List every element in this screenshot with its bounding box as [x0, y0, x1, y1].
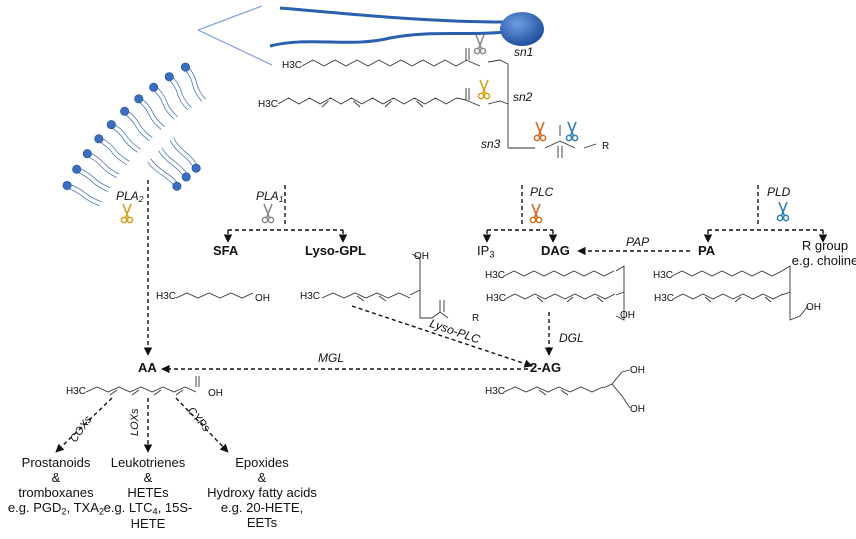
metabolite-ip3: IP3	[477, 243, 495, 260]
sfa-oh: OH	[255, 293, 270, 304]
enzyme-dgl: DGL	[559, 331, 584, 345]
membrane-bilayer-icon	[62, 62, 207, 207]
metabolite-aa: AA	[138, 360, 157, 375]
lyso-gpl-r: R	[472, 313, 480, 324]
enzyme-pla2: PLA2	[116, 189, 144, 205]
metabolite-pa: PA	[698, 243, 716, 258]
enzyme-pld: PLD	[767, 185, 791, 199]
two-ag-oh-2: OH	[630, 404, 645, 415]
enzyme-mgl: MGL	[318, 351, 345, 365]
zoom-lines	[197, 5, 273, 66]
lyso-gpl-oh: OH	[414, 251, 429, 262]
enzyme-pla1: PLA1	[256, 189, 284, 205]
sn1-methyl: H3C	[282, 60, 303, 71]
sn2-methyl: H3C	[258, 99, 279, 110]
pa-methyl-1: H3C	[653, 270, 674, 281]
two-ag-methyl: H3C	[485, 386, 506, 397]
sn2-label: sn2	[513, 90, 533, 104]
pa-oh: OH	[806, 302, 821, 313]
sn3-label: sn3	[481, 137, 501, 151]
pa-methyl-2: H3C	[654, 293, 675, 304]
enzyme-pap: PAP	[626, 235, 650, 249]
metabolite-lyso-gpl: Lyso-GPL	[305, 243, 366, 258]
product-leukotrienes: Leukotrienes & HETEs e.g. LTC4, 15S- HET…	[103, 455, 193, 531]
sn1-label: sn1	[514, 45, 534, 59]
aa-oh: OH	[208, 388, 223, 399]
metabolite-dag: DAG	[541, 243, 570, 258]
product-prostanoids: Prostanoids & tromboxanes e.g. PGD2, TXA…	[7, 455, 105, 517]
enzyme-loxs: LOXs	[129, 408, 141, 436]
pathway-arrows	[55, 180, 828, 453]
metabolite-sfa: SFA	[213, 243, 239, 258]
dag-oh: OH	[620, 310, 635, 321]
metabolite-2-ag: 2-AG	[530, 360, 562, 375]
aa-methyl: H3C	[66, 386, 87, 397]
lyso-gpl-methyl: H3C	[300, 291, 321, 302]
phospholipid-head-icon	[269, 6, 544, 48]
glycerol-backbone	[465, 59, 597, 158]
molecule-structures	[85, 253, 809, 409]
dag-methyl-2: H3C	[486, 293, 507, 304]
scissors-icon	[120, 34, 790, 224]
sn2-chain	[277, 88, 470, 108]
product-epoxides: Epoxides & Hydroxy fatty acids e.g. 20-H…	[207, 455, 317, 530]
enzyme-plc: PLC	[530, 185, 554, 199]
sn1-chain	[301, 48, 470, 67]
dag-methyl-1: H3C	[485, 270, 506, 281]
sfa-methyl: H3C	[156, 291, 177, 302]
r-group-atom: R	[602, 141, 610, 152]
two-ag-oh-1: OH	[630, 365, 645, 376]
